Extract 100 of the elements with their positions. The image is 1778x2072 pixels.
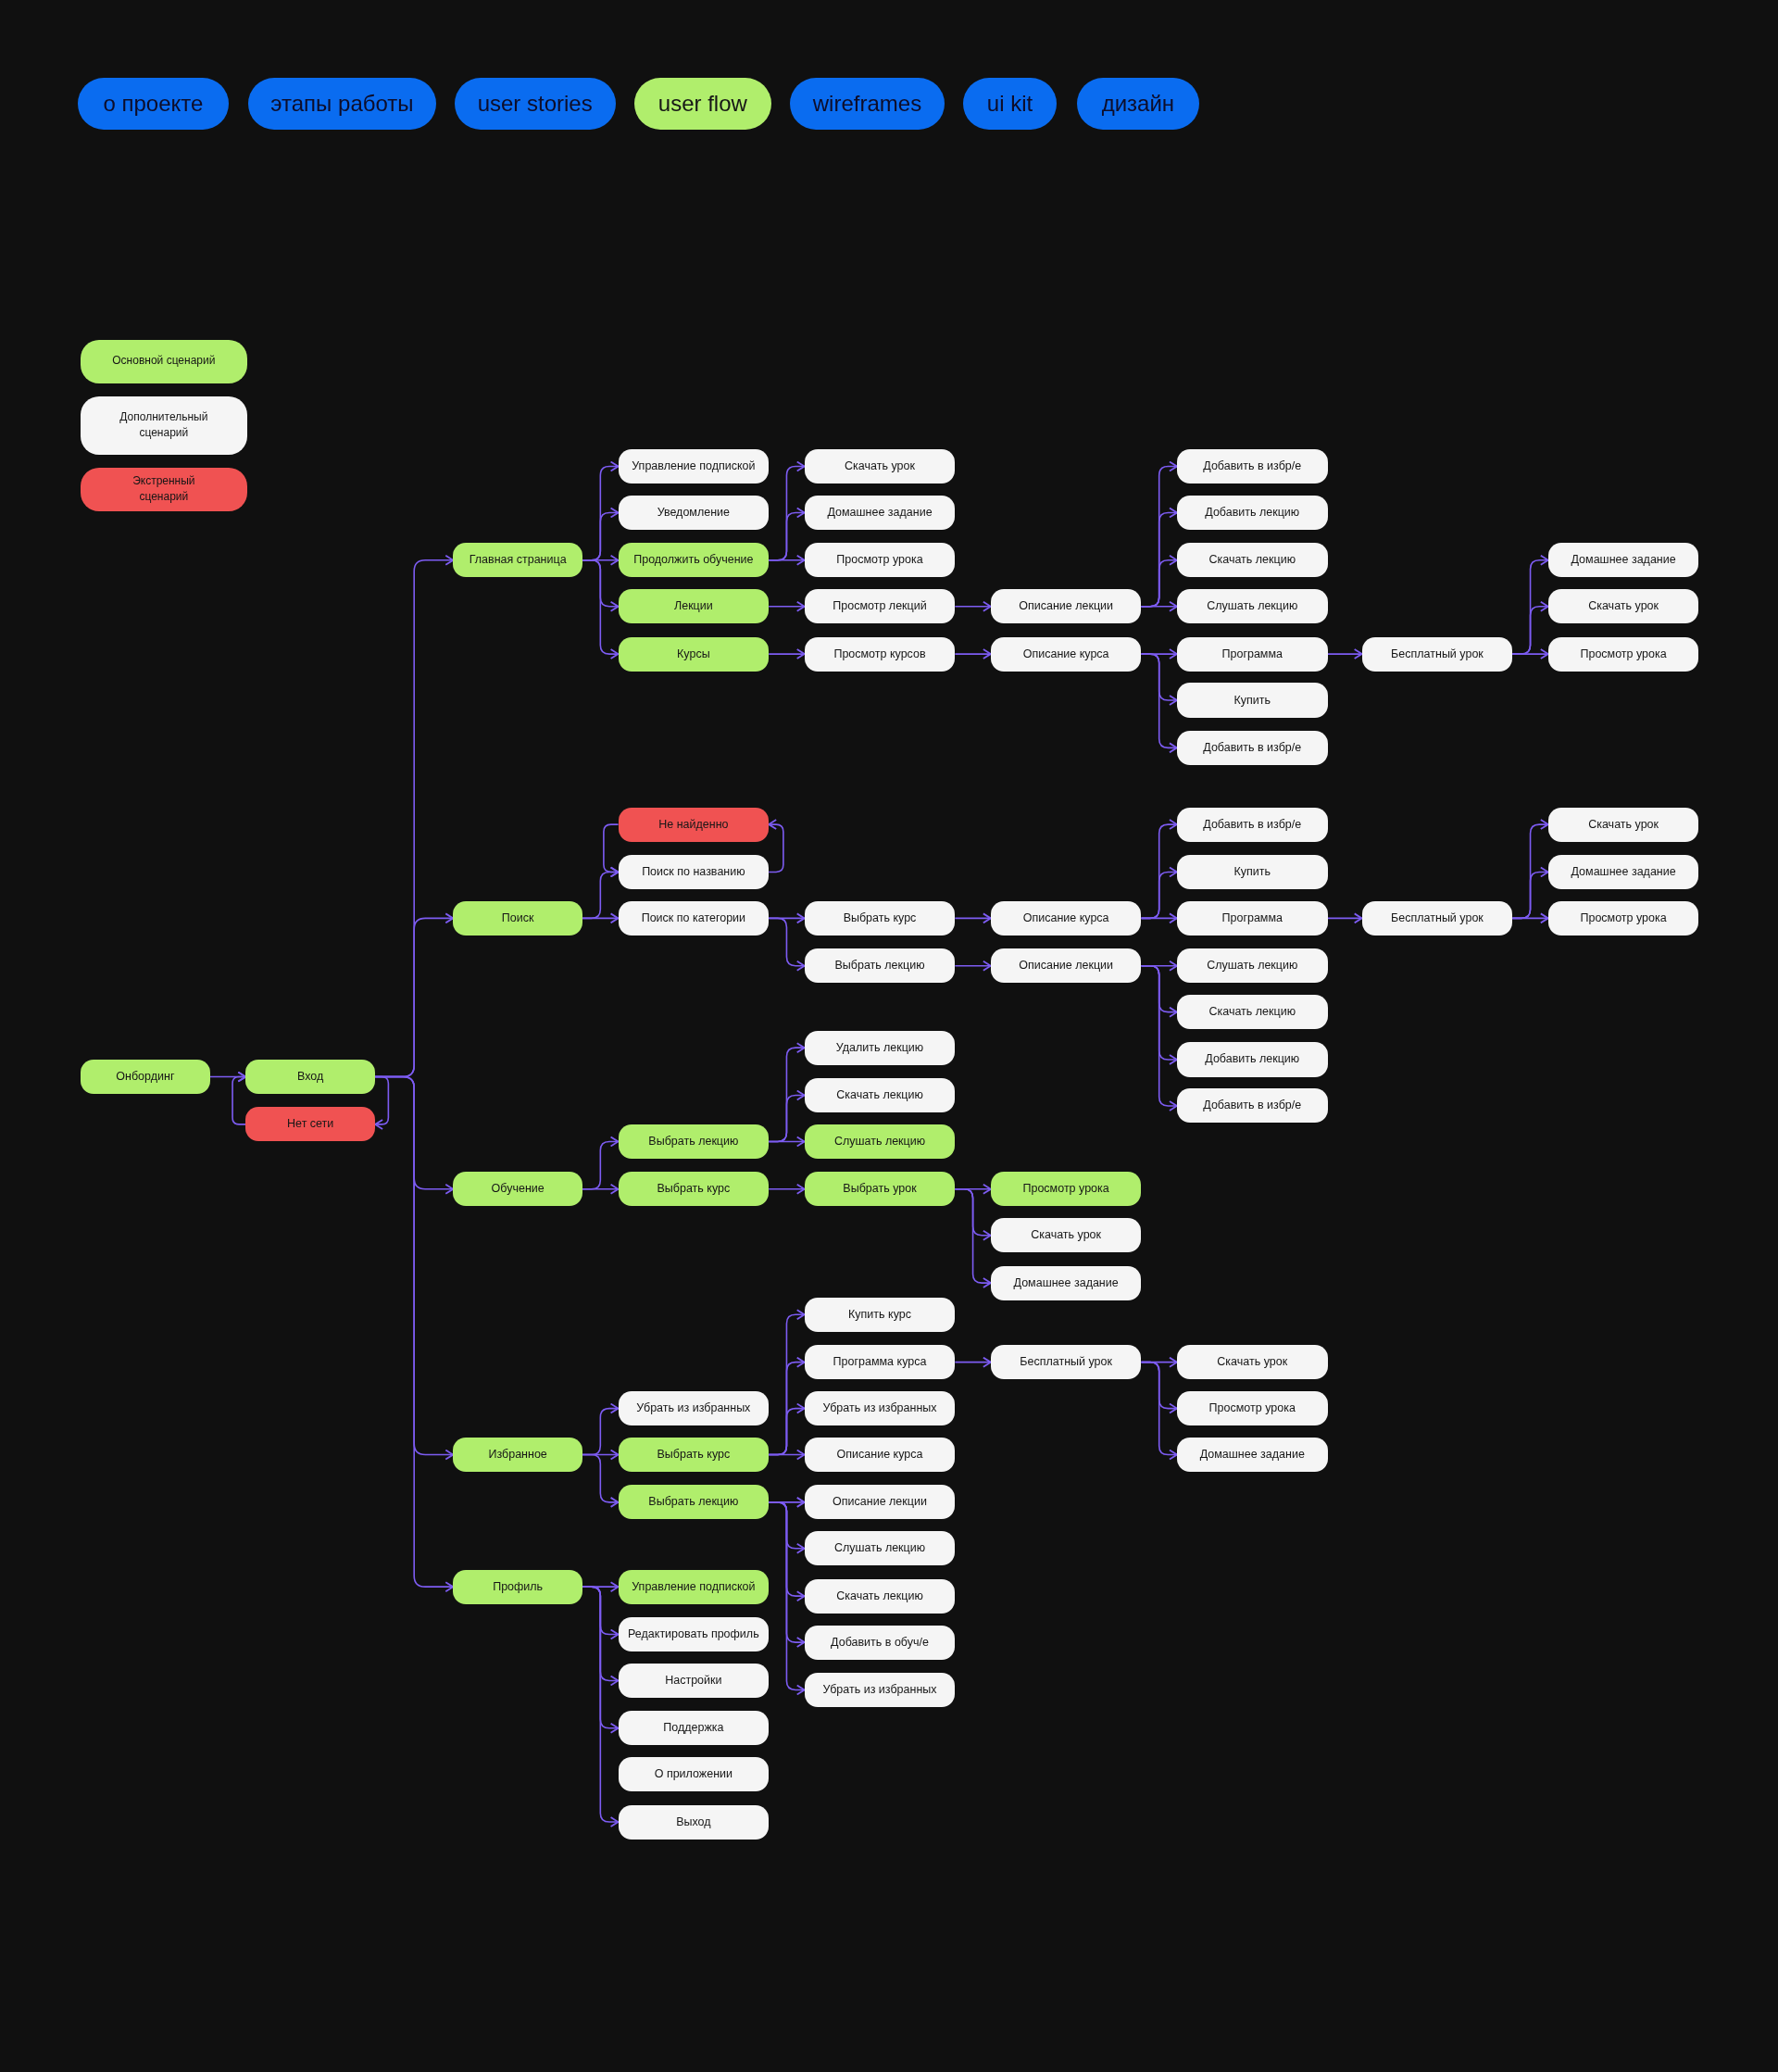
flow-arrow [954,600,992,612]
step-box: Просмотр курсов [804,636,956,672]
flow-arrow [768,1449,806,1461]
flow-arrow [374,1075,455,1593]
flow-arrow [1140,912,1178,924]
step-box: Описание лекции [804,1485,956,1520]
step-box: Купить курс [804,1297,956,1332]
step-box: Добавить в избр/е [1176,1088,1328,1124]
step-box: Домашнее задание [1547,543,1699,578]
step-box: Скачать урок [1547,589,1699,624]
step-box: Скачать урок [1547,807,1699,842]
step-box: Настройки [618,1663,770,1698]
step-box: Описание курса [990,636,1142,672]
legend-item: Основной сценарий [81,339,247,383]
flow-arrow [954,1188,992,1288]
flow-arrow [768,819,784,873]
step-box: Просмотр урока [1547,636,1699,672]
step-box: Домашнее задание [1176,1437,1328,1473]
step-box: Избранное [453,1437,583,1473]
step-box: Бесплатный урок [1361,636,1513,672]
step-box: Купить [1176,683,1328,718]
step-box: Просмотр урока [990,1172,1142,1207]
flow-arrow [582,1586,620,1827]
step-box: Выход [618,1804,770,1840]
step-box: Поддержка [618,1711,770,1746]
step-box: Выбрать курс [618,1172,770,1207]
step-box: Просмотр урока [804,543,956,578]
step-box: Скачать лекцию [804,1077,956,1113]
step-box: Выбрать лекцию [804,948,956,984]
flow-arrow [582,1183,620,1195]
step-box: Выбрать урок [804,1172,956,1207]
legend-item: Экстренный сценарий [81,467,247,511]
step-box: Скачать урок [804,449,956,484]
step-box: Управление подпиской [618,449,770,484]
step-box: Добавить в избр/е [1176,807,1328,842]
flow-arrow [1140,964,1178,1111]
step-box: Выбрать курс [804,900,956,936]
nav-tab: ui kit [962,78,1058,130]
step-box: Скачать лекцию [804,1578,956,1614]
flow-arrow [232,1071,247,1125]
step-box: Слушать лекцию [1176,948,1328,984]
step-box: Главная страница [453,543,583,578]
nav-tab: дизайн [1076,78,1200,130]
step-box: Добавить в избр/е [1176,449,1328,484]
flow-arrow [954,960,992,972]
step-box: Добавить лекцию [1176,1042,1328,1077]
flow-arrow [768,600,806,612]
flow-arrow [603,823,620,878]
nav-tab: о проекте [78,78,229,130]
step-box: Выбрать лекцию [618,1485,770,1520]
step-box: Убрать из избранных [804,1391,956,1426]
flow-arrow [768,648,806,659]
flow-arrow [582,1453,620,1508]
step-box: Лекции [618,589,770,624]
step-box: Поиск по категории [618,900,770,936]
step-box: Слушать лекцию [804,1531,956,1566]
step-box: Вход [245,1060,376,1095]
step-box: Продолжить обучение [618,543,770,578]
nav-tab: этапы работы [248,78,436,130]
flow-arrow [1511,912,1549,924]
nav-tab: wireframes [790,78,945,130]
step-box: Просмотр урока [1176,1391,1328,1426]
flow-arrow [582,559,620,659]
step-box: Описание лекции [990,589,1142,624]
flow-arrow [768,1136,806,1148]
step-box: Онбординг [81,1060,210,1095]
step-box: Нет сети [245,1107,376,1142]
flow-arrow [954,912,992,924]
step-box: Скачать урок [1176,1345,1328,1380]
step-box: Убрать из избранных [804,1672,956,1707]
step-box: Купить [1176,854,1328,889]
flow-arrow [768,554,806,566]
step-box: Описание курса [804,1437,956,1473]
step-box: Описание курса [990,900,1142,936]
step-box: Добавить в обуч/е [804,1625,956,1660]
step-box: Домашнее задание [804,495,956,530]
flow-arrow [1140,600,1178,612]
step-box: Добавить лекцию [1176,495,1328,530]
step-box: Просмотр урока [1547,900,1699,936]
legend-item: Дополнительный сценарий [81,396,247,455]
step-box: Описание лекции [990,948,1142,984]
step-box: Уведомление [618,495,770,530]
flow-arrow [1326,648,1363,659]
nav-tab: user flow [633,78,772,130]
step-box: Профиль [453,1569,583,1604]
step-box: Выбрать лекцию [618,1124,770,1159]
flow-arrow [1326,912,1363,924]
step-box: Скачать лекцию [1176,543,1328,578]
step-box: Бесплатный урок [1361,900,1513,936]
step-box: Домашнее задание [1547,854,1699,889]
step-box: Убрать из избранных [618,1391,770,1426]
step-box: Слушать лекцию [1176,589,1328,624]
step-box: Программа [1176,900,1328,936]
step-box: Домашнее задание [990,1265,1142,1300]
flow-arrow [954,1356,992,1368]
step-box: Обучение [453,1172,583,1207]
step-box: Слушать лекцию [804,1124,956,1159]
step-box: Курсы [618,636,770,672]
step-box: Скачать урок [990,1218,1142,1253]
flow-arrow [768,917,806,972]
